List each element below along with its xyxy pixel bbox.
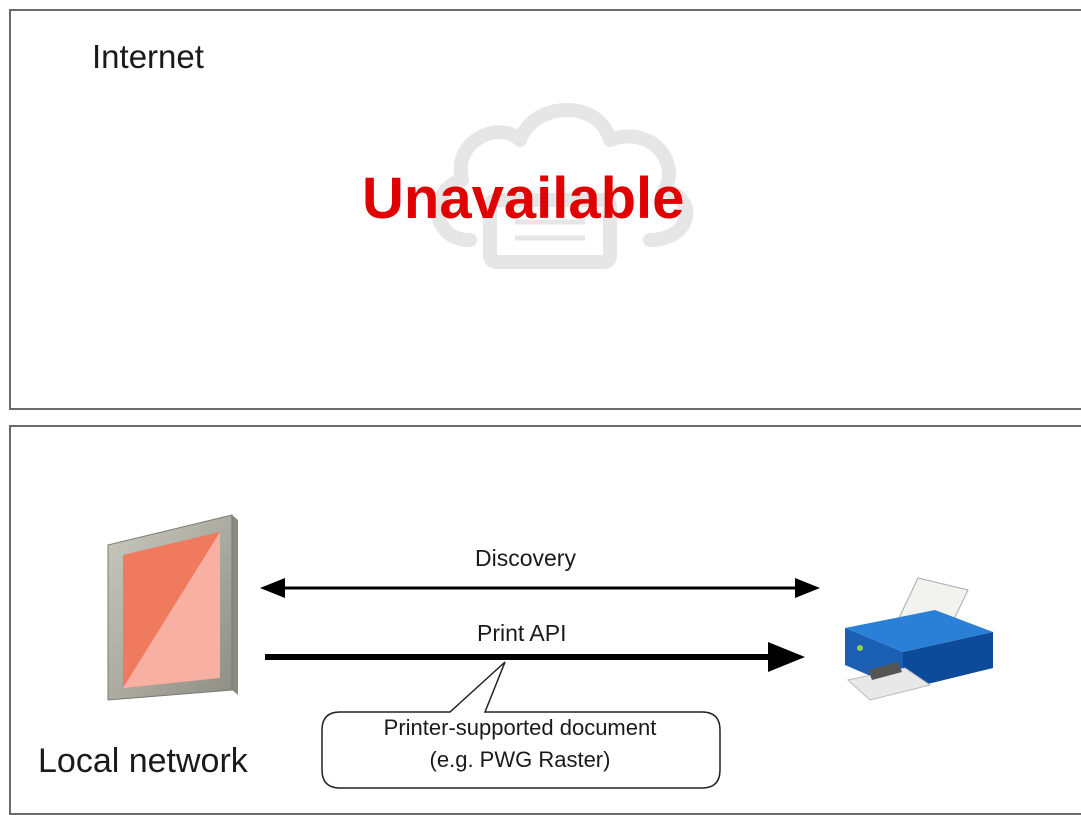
callout-line-1: Printer-supported document	[383, 715, 657, 740]
internet-label: Internet	[92, 38, 204, 75]
printer-icon	[845, 577, 993, 701]
callout-text: Printer-supported document (e.g. PWG Ras…	[320, 712, 720, 776]
print-api-arrow	[265, 642, 805, 672]
callout-line-2: (e.g. PWG Raster)	[429, 747, 611, 772]
local-network-label: Local network	[38, 742, 248, 780]
internet-panel	[9, 9, 1081, 410]
document-callout	[321, 661, 721, 789]
discovery-arrow	[260, 578, 820, 598]
print-api-label: Print API	[477, 620, 567, 646]
discovery-label: Discovery	[475, 545, 576, 571]
unavailable-status: Unavailable	[362, 166, 685, 231]
tablet-icon	[107, 514, 238, 701]
